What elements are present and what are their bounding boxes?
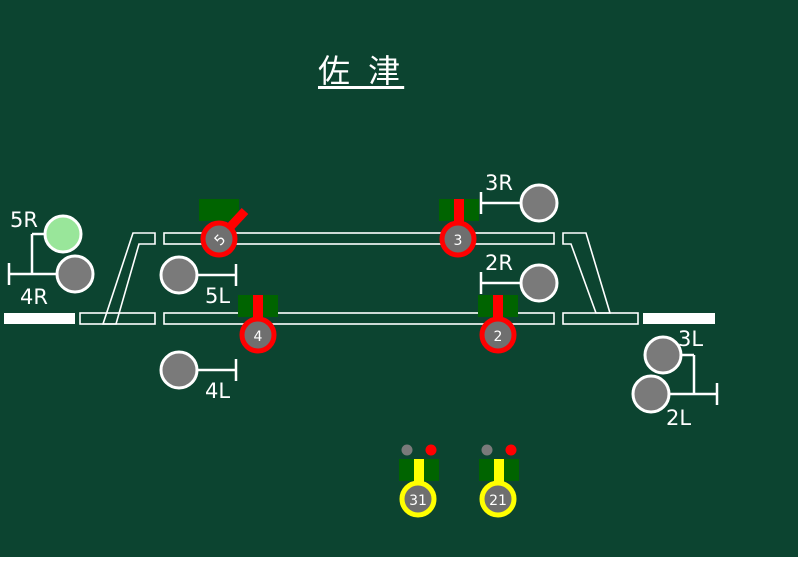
signal-5R-label: 5R <box>10 208 38 232</box>
signal-3R-label: 3R <box>485 171 513 195</box>
lever-4-label: 4 <box>254 329 263 345</box>
lever-31-handle <box>414 459 424 487</box>
signal-4L-label: 4L <box>205 379 230 403</box>
lever-2-knob <box>479 316 517 354</box>
signal-4R-label: 4R <box>20 285 48 309</box>
lever-21-label: 21 <box>489 493 507 509</box>
lever-31-lamp-right <box>425 444 437 456</box>
lever-3-handle <box>454 199 464 227</box>
signal-5L-lamp[interactable] <box>159 255 199 295</box>
signal-2L-label: 2L <box>666 406 691 430</box>
signal-3L-label: 3L <box>678 327 703 351</box>
signal-5L-label: 5L <box>205 284 230 308</box>
signal-2L-lamp[interactable] <box>631 374 671 414</box>
lever-3-knob <box>439 220 477 258</box>
lever-21-lamp-left <box>481 444 493 456</box>
right-approach-track <box>562 312 639 325</box>
lever-21-handle <box>494 459 504 487</box>
signal-lever-4[interactable]: 4 <box>238 295 278 354</box>
siding-track <box>163 312 555 325</box>
signal-2R-lamp[interactable] <box>519 263 559 303</box>
signal-3R-post <box>479 192 521 214</box>
route-lever-31[interactable]: 31 <box>399 444 439 518</box>
lever-2-handle <box>493 295 503 323</box>
signal-3R-lamp[interactable] <box>519 183 559 223</box>
left-turnout <box>101 232 156 325</box>
signal-lever-5[interactable]: 5 <box>199 199 249 258</box>
station-name: 佐 津 <box>318 52 405 90</box>
left-station-limit-bar <box>4 313 75 324</box>
lever-31-knob <box>399 480 437 518</box>
lever-21-lamp-right <box>505 444 517 456</box>
signal-group-3L-2L <box>669 353 719 405</box>
signal-lever-2[interactable]: 2 <box>478 295 518 354</box>
lever-3-label: 3 <box>454 233 463 249</box>
lever-4-knob <box>239 316 277 354</box>
track-layout <box>79 232 639 325</box>
lever-4-handle <box>253 295 263 323</box>
lever-5-knob <box>200 220 238 258</box>
right-station-limit-bar <box>643 313 715 324</box>
right-turnout <box>562 232 612 314</box>
signal-lever-3[interactable]: 3 <box>439 199 479 258</box>
lever-31-label: 31 <box>409 493 427 509</box>
signal-5L-post <box>198 264 238 286</box>
signal-group-5R-4R <box>7 232 56 285</box>
lever-5-plate <box>199 199 239 221</box>
lever-31-lamp-left <box>401 444 413 456</box>
signal-4L-post <box>198 359 238 381</box>
signal-4R-lamp[interactable] <box>55 254 95 294</box>
signal-3L-lamp[interactable] <box>643 335 683 375</box>
signal-2R-label: 2R <box>485 251 513 275</box>
left-approach-track <box>79 312 156 325</box>
main-line-track <box>163 232 555 245</box>
lever-2-label: 2 <box>494 329 503 345</box>
route-lever-21[interactable]: 21 <box>479 444 519 518</box>
signal-5R-lamp[interactable] <box>43 214 83 254</box>
signal-4L-lamp[interactable] <box>159 350 199 390</box>
signal-2R-post <box>479 272 521 294</box>
lever-21-knob <box>479 480 517 518</box>
